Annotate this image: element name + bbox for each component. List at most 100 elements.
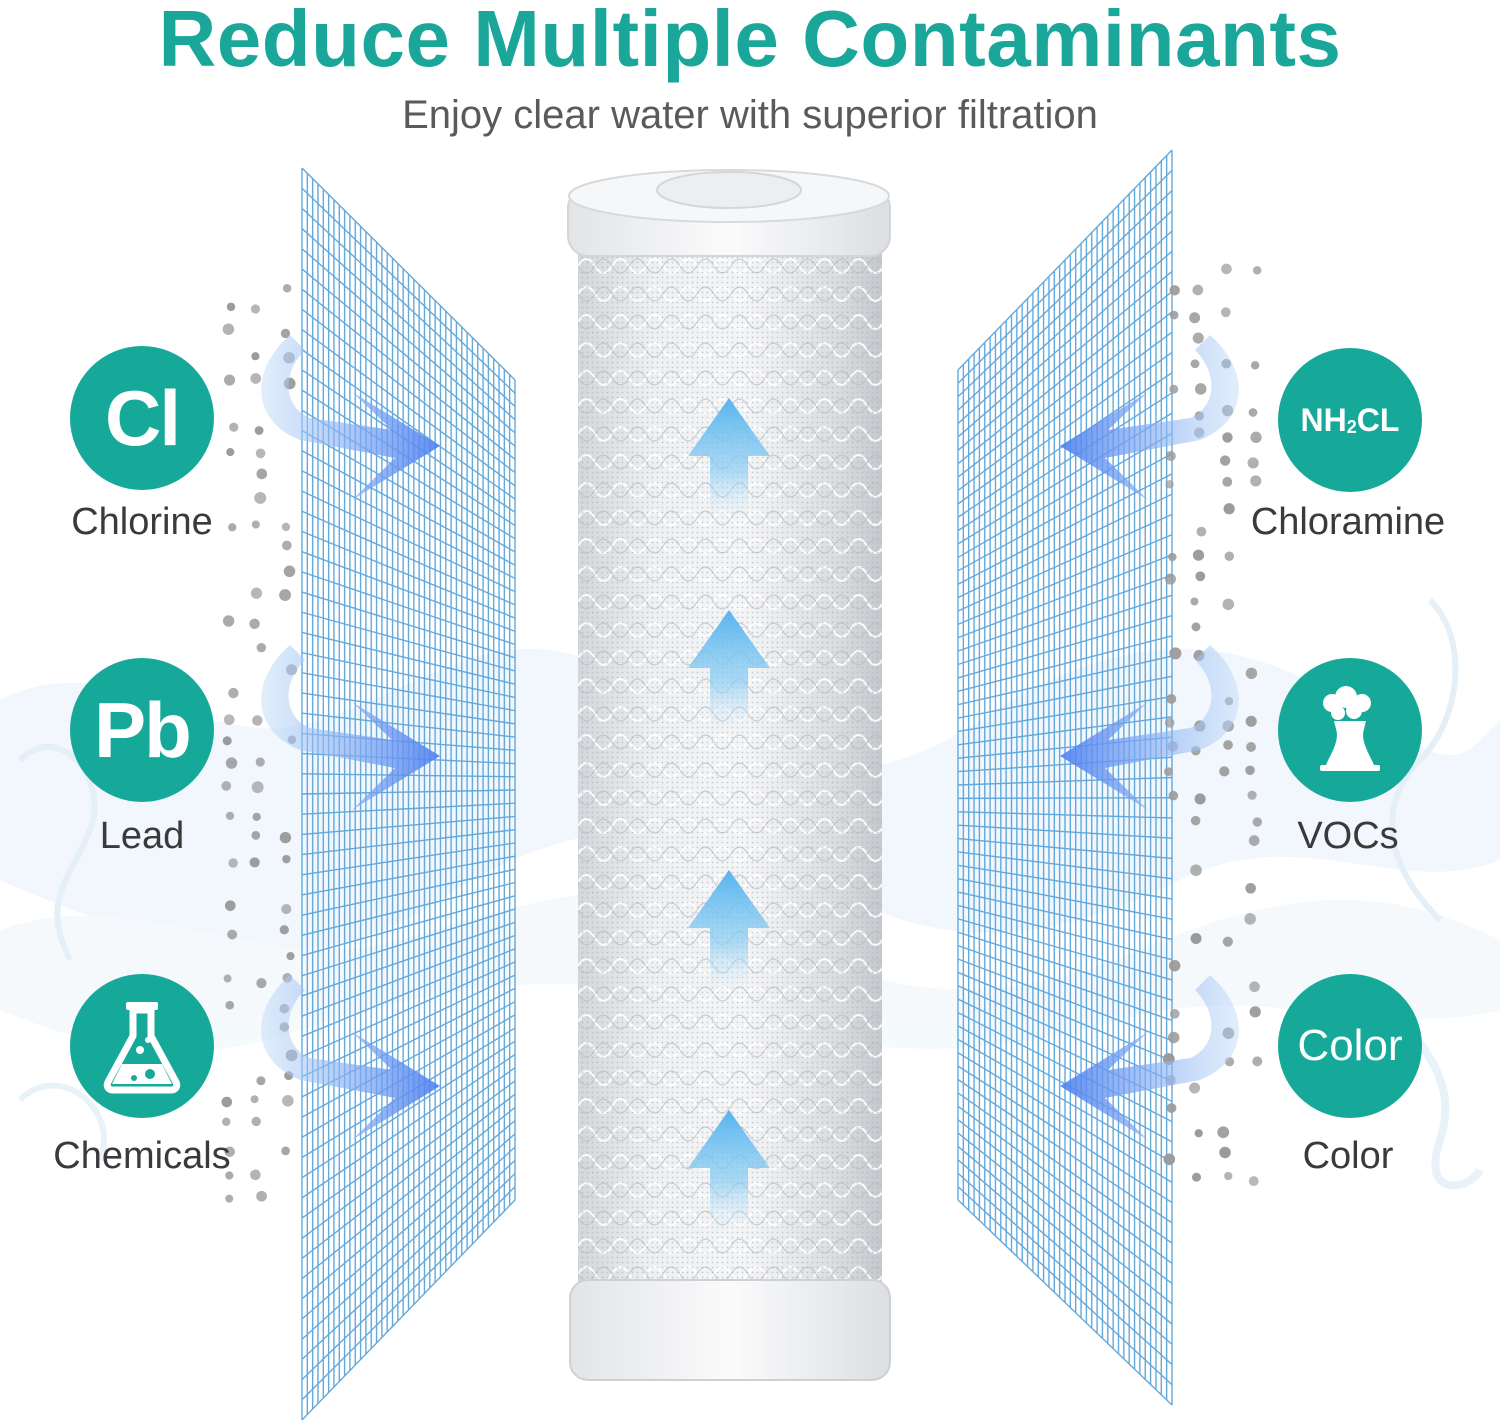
particle-dot	[1190, 864, 1202, 877]
mesh-line	[957, 1105, 1173, 1264]
lead-symbol: Pb	[94, 685, 192, 774]
particle-dot	[250, 587, 263, 599]
mesh-line	[957, 1119, 1173, 1285]
particle-dot	[1164, 573, 1177, 585]
particle-dot	[1224, 1171, 1233, 1181]
factory-smoke-icon	[1320, 686, 1380, 771]
mesh-line	[957, 453, 1173, 572]
particle-dot	[226, 302, 236, 312]
mesh-line	[301, 591, 516, 659]
mesh-line	[957, 594, 1173, 666]
left-flow-arrows	[261, 335, 440, 1140]
particle-dot	[1246, 742, 1256, 752]
right-flow-arrows	[1060, 335, 1239, 1140]
mesh-line	[957, 250, 1173, 438]
particle-dot	[1192, 549, 1205, 561]
mesh-line	[301, 692, 516, 725]
mesh-line	[957, 210, 1173, 411]
particle-dot	[1189, 312, 1201, 324]
mesh-line	[301, 961, 516, 1058]
color-badge: Color	[1278, 974, 1422, 1118]
particle-dot	[1223, 503, 1235, 515]
particle-dot	[223, 374, 236, 386]
mesh-line	[301, 490, 516, 593]
particle-dot	[1219, 455, 1231, 466]
chlorine-label: Chlorine	[71, 501, 213, 543]
mesh-line	[301, 1173, 516, 1381]
mesh-line	[301, 1120, 516, 1300]
particle-dot	[1245, 667, 1258, 680]
mesh-line	[957, 392, 1173, 532]
particle-dot	[1250, 361, 1260, 370]
mesh-line	[301, 651, 516, 699]
particle-dot	[254, 426, 264, 435]
particle-dot	[256, 642, 267, 653]
particle-dot	[250, 373, 262, 384]
lead-badge: Pb	[70, 658, 214, 802]
particle-dot	[1248, 835, 1260, 846]
mesh-line	[301, 248, 516, 434]
mesh-line	[301, 948, 516, 1037]
particle-dot	[1224, 551, 1235, 561]
particle-dot	[249, 618, 260, 630]
particle-dot	[1245, 765, 1255, 776]
mesh-line	[301, 328, 516, 487]
particle-dot	[255, 757, 265, 767]
mesh-line	[957, 1065, 1173, 1204]
mesh-line	[301, 1133, 516, 1320]
particle-dot	[1245, 715, 1257, 727]
mesh-line	[301, 349, 516, 500]
mesh-line	[301, 908, 516, 977]
mesh-line	[301, 802, 516, 815]
particle-dot	[1220, 307, 1231, 318]
particle-dot	[256, 977, 267, 989]
particle-dot	[1169, 647, 1182, 660]
chemicals-badge	[70, 974, 214, 1118]
particle-dot	[252, 812, 261, 822]
mesh-line	[301, 571, 516, 646]
mesh-line	[957, 958, 1173, 1042]
mesh-line	[301, 1053, 516, 1199]
particle-dot	[282, 1095, 294, 1107]
mesh-line	[301, 207, 516, 407]
color-symbol: Color	[1297, 1021, 1403, 1070]
mesh-line	[957, 655, 1173, 706]
mesh-line	[957, 837, 1173, 860]
mesh-line	[301, 288, 516, 460]
mesh-line	[301, 974, 516, 1078]
mesh-line	[301, 855, 516, 896]
mesh-line	[301, 530, 516, 619]
particle-dot	[1252, 817, 1262, 827]
particle-dot	[279, 925, 289, 935]
vocs-label: VOCs	[1297, 815, 1399, 857]
mesh-line	[301, 551, 516, 632]
particle-dot	[1168, 552, 1177, 562]
mesh-line	[301, 1186, 516, 1401]
mesh-line	[301, 1000, 516, 1118]
particle-dot	[1217, 1126, 1230, 1139]
mesh-line	[957, 985, 1173, 1082]
chloramine-symbol: NH2CL	[1300, 401, 1400, 438]
mesh-line	[301, 672, 516, 712]
particle-dot	[225, 1000, 235, 1010]
particle-dot	[280, 328, 291, 339]
mesh-line	[957, 878, 1173, 920]
mesh-line	[957, 533, 1173, 626]
particle-dot	[281, 540, 292, 551]
mesh-line	[301, 429, 516, 553]
right-filter-mesh	[957, 149, 1173, 1406]
mesh-line	[957, 554, 1173, 639]
mesh-line	[957, 351, 1173, 505]
particle-dot	[223, 974, 232, 983]
mesh-line	[301, 895, 516, 957]
page-subtitle: Enjoy clear water with superior filtrati…	[402, 93, 1098, 137]
mesh-line	[301, 187, 516, 394]
chlorine-symbol: Cl	[105, 373, 181, 462]
particle-dot	[251, 352, 260, 361]
chlorine-badge: Cl	[70, 346, 214, 490]
particle-dot	[1222, 598, 1235, 611]
mesh-line	[957, 1186, 1173, 1386]
mesh-line	[957, 891, 1173, 941]
particle-dot	[1169, 384, 1179, 394]
